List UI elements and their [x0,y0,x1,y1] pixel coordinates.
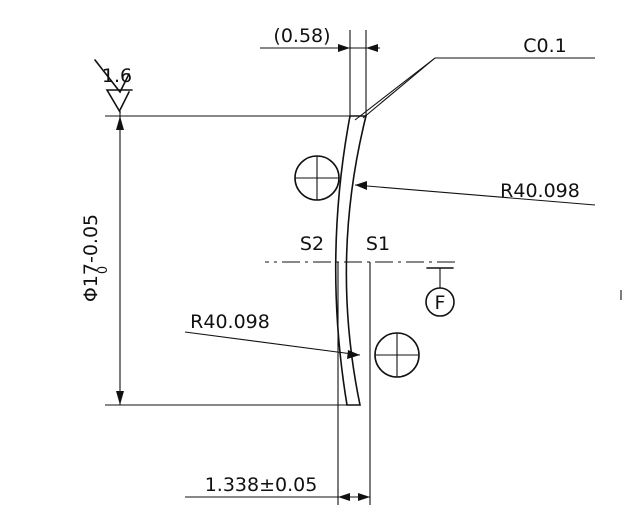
center-thickness-label: 1.338±0.05 [205,474,318,496]
datum-f-symbol [425,267,455,317]
surface-2-label: S2 [300,233,324,255]
roughness-symbol [94,59,133,118]
chamfer-leader-line-2 [362,57,436,119]
diameter-label: Φ17-0.05 [80,214,102,302]
radius-back-arrow [347,350,360,359]
centering-symbol-upper [294,155,340,201]
center-thickness-arrow-left [358,493,370,501]
diameter-lower-tolerance: 0 [96,266,111,274]
center-thickness-arrow-right [338,493,350,501]
radius-front-leader [354,184,596,206]
centering-symbol-lower [374,332,420,378]
top-thickness-label: (0.58) [273,25,330,47]
chamfer-leader-line [354,57,436,121]
surface-1-label: S1 [366,233,390,255]
datum-f-label: F [435,292,446,314]
radius-back-label: R40.098 [190,311,270,333]
lens-outline [334,115,368,406]
roughness-value: 1.6 [102,65,132,87]
top-thickness-arrow-right [338,44,350,52]
mirrored-drawing-group: S1 S2 Φ17-0.05 0 1.6 (0.58) C0.1 [80,25,622,505]
diameter-arrow-top [116,116,124,130]
top-thickness-arrow-left [366,44,378,52]
diameter-arrow-bottom [116,391,124,405]
radius-back-leader [184,331,361,356]
radius-front-arrow [355,181,367,190]
chamfer-label: C0.1 [523,35,566,57]
radius-front-label: R40.098 [500,180,580,202]
